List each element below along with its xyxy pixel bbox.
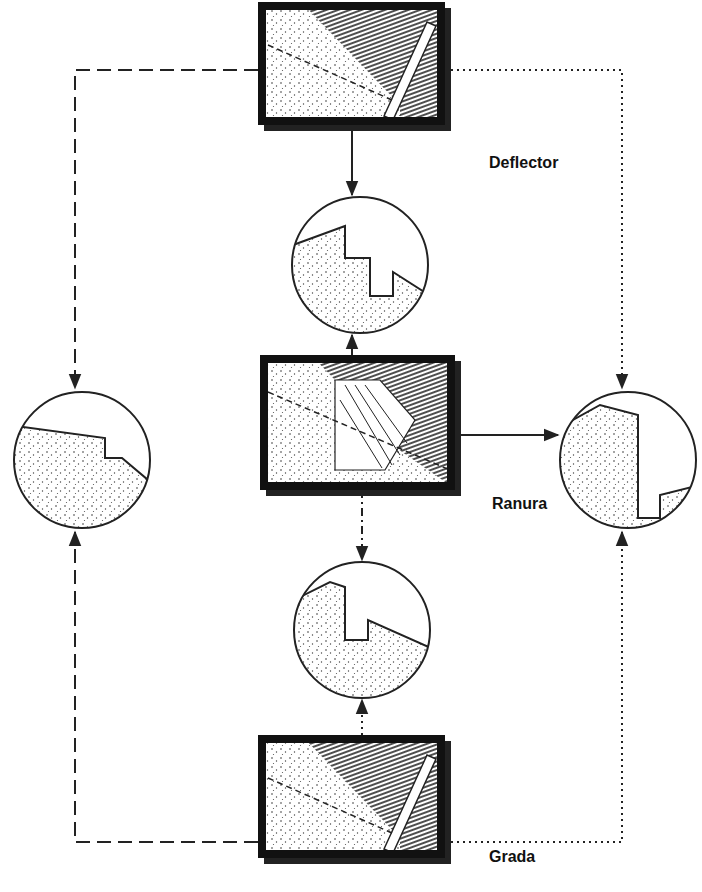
box-label: Ranura [490,494,549,513]
box-label: Grada [487,847,537,866]
box-label: Deflector [487,153,560,172]
illustration-box: Deflector [258,2,445,125]
illustration-box: Ranura [260,355,455,490]
illustration-box: Grada [258,735,445,858]
